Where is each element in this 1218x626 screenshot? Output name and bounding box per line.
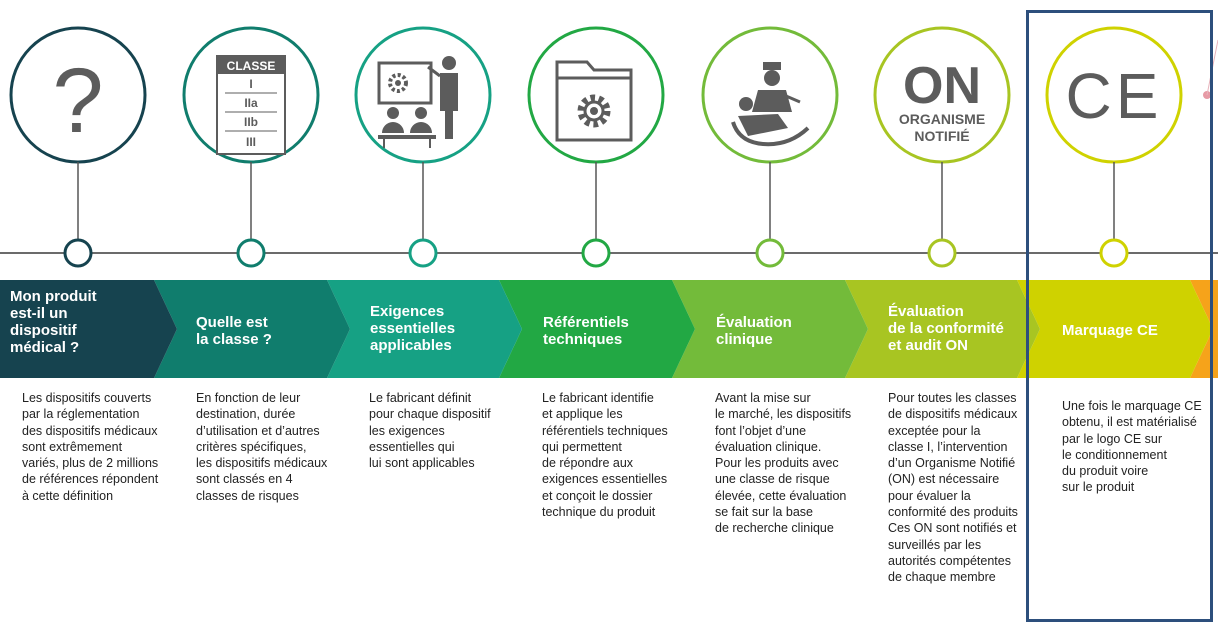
step-description-1: Les dispositifs couverts par la réglemen… xyxy=(22,391,159,503)
chevron-7 xyxy=(1017,280,1213,378)
chevron-4 xyxy=(499,280,695,378)
on-line2-text: NOTIFIÉ xyxy=(914,128,969,144)
step-description-2: En fonction de leur destination, durée d… xyxy=(196,391,328,503)
chevron-5 xyxy=(672,280,868,378)
on-line1-text: ORGANISME xyxy=(899,111,985,127)
node-6 xyxy=(927,238,957,268)
step-label-2: Quelle est la classe ? xyxy=(196,314,272,348)
step-description-4: Le fabricant identifie et applique les r… xyxy=(542,391,668,520)
step-label-3: Exigences essentielles applicables xyxy=(370,303,456,354)
decorative-line xyxy=(1206,39,1218,96)
class-row-4: III xyxy=(246,135,256,149)
step-description-7: Une fois le marquage CE obtenu, il est m… xyxy=(1062,399,1202,495)
node-3 xyxy=(408,238,438,268)
node-1 xyxy=(63,238,93,268)
doctor-patient-icon xyxy=(731,62,810,147)
chevron-6 xyxy=(845,280,1040,378)
class-table-icon: CLASSE I IIa IIb III xyxy=(216,55,286,155)
node-4 xyxy=(581,238,611,268)
ce-mark-icon: CE xyxy=(1066,60,1163,132)
step-label-7: Marquage CE xyxy=(1062,322,1158,339)
folder-gear-icon xyxy=(555,60,633,142)
presentation-icon xyxy=(377,56,458,148)
class-row-1: I xyxy=(249,77,252,91)
node-7 xyxy=(1099,238,1129,268)
step-label-5: Évaluation clinique xyxy=(716,314,792,348)
node-5 xyxy=(755,238,785,268)
big-circle-3 xyxy=(354,26,492,164)
chevron-2 xyxy=(154,280,350,378)
class-table-header: CLASSE xyxy=(227,59,276,73)
chevron-1 xyxy=(0,280,177,378)
node-2 xyxy=(236,238,266,268)
step-description-5: Avant la mise sur le marché, les disposi… xyxy=(715,391,852,536)
chevron-3 xyxy=(327,280,522,378)
step-description-3: Le fabricant définit pour chaque disposi… xyxy=(369,391,491,471)
question-mark-icon: ? xyxy=(52,50,103,152)
class-row-2: IIa xyxy=(244,96,258,110)
step-description-6: Pour toutes les classes de dispositifs m… xyxy=(888,391,1018,585)
on-big-text: ON xyxy=(903,57,981,115)
class-row-3: IIb xyxy=(244,115,258,129)
step-label-4: Référentiels techniques xyxy=(543,314,629,348)
step-label-1: Mon produit est-il un dispositif médical… xyxy=(10,288,97,356)
step-label-6: Évaluation de la conformité et audit ON xyxy=(888,303,1004,354)
